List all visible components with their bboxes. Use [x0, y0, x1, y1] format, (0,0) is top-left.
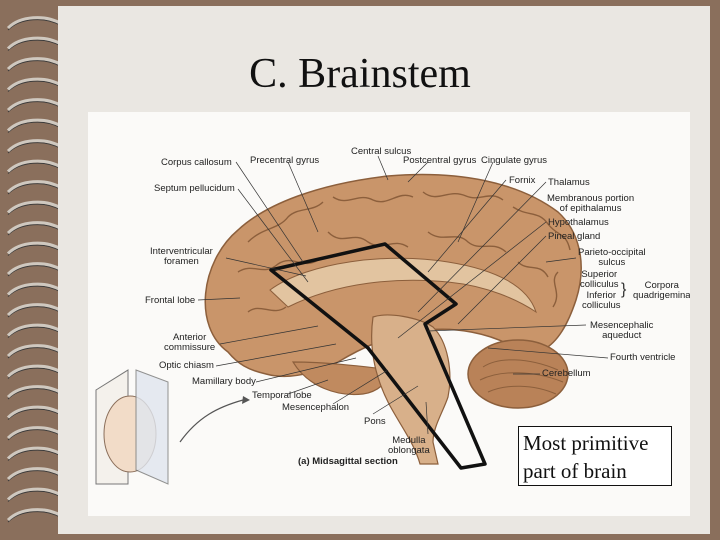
- label-parieto-occipital-sulcus: Parieto-occipital sulcus: [578, 248, 646, 268]
- label-interventricular-line1: Interventricular: [150, 246, 213, 257]
- callout-box: Most primitive part of brain: [518, 426, 672, 486]
- corpus-callosum-shape: [269, 257, 537, 314]
- label-mesencephalon: Mesencephalon: [282, 402, 350, 413]
- label-fourth-ventricle: Fourth ventricle: [610, 352, 676, 363]
- label-corpus-callosum: Corpus callosum: [161, 157, 232, 168]
- slide-title: C. Brainstem: [249, 51, 471, 97]
- label-hypothalamus: Hypothalamus: [548, 217, 609, 228]
- label-cingulate-gyrus: Cingulate gyrus: [481, 155, 548, 166]
- head-inset-icon: [95, 369, 250, 485]
- label-parieto-line1: Parieto-occipital: [578, 247, 646, 258]
- label-postcentral-gyrus: Postcentral gyrus: [403, 155, 477, 166]
- label-corpora-line2: quadrigemina: [633, 290, 690, 301]
- label-superior-colliculus: Superior colliculus: [580, 270, 619, 290]
- label-anterior-line1: Anterior: [172, 332, 207, 343]
- label-frontal-lobe: Frontal lobe: [145, 295, 196, 306]
- label-inferior-line2: colliculus: [582, 300, 621, 311]
- callout-line1: Most primitive: [523, 431, 649, 455]
- label-interventricular-foramen: Interventricular foramen: [150, 247, 213, 267]
- label-temporal-lobe: Temporal lobe: [252, 390, 312, 401]
- label-cerebellum: Cerebellum: [542, 368, 591, 379]
- label-corpora-quadrigemina: Corpora quadrigemina: [633, 281, 690, 301]
- label-central-sulcus: Central sulcus: [351, 146, 412, 157]
- label-mesencephalic-line1: Mesencephalic: [590, 320, 654, 331]
- label-mesencephalic-aqueduct: Mesencephalic aqueduct: [590, 321, 653, 341]
- label-interventricular-line2: foramen: [163, 256, 199, 267]
- figure-caption: (a) Midsagittal section: [298, 456, 398, 467]
- label-membranous-portion: Membranous portion of epithalamus: [547, 194, 634, 214]
- label-medulla-line2: oblongata: [388, 445, 430, 456]
- label-optic-chiasm: Optic chiasm: [159, 360, 214, 371]
- label-superior-line1: Superior: [581, 269, 618, 280]
- label-pineal-gland: Pineal gland: [548, 231, 601, 242]
- label-inferior-colliculus: Inferior colliculus: [582, 291, 621, 311]
- label-thalamus: Thalamus: [548, 177, 590, 188]
- label-medulla-oblongata: Medulla oblongata: [388, 436, 430, 456]
- label-fornix: Fornix: [509, 175, 536, 186]
- colliculus-brace: }: [621, 281, 627, 298]
- label-mamillary-body: Mamillary body: [192, 376, 256, 387]
- callout-line2: part of brain: [523, 459, 627, 483]
- label-precentral-gyrus: Precentral gyrus: [250, 155, 320, 166]
- label-membranous-line2: of epithalamus: [559, 203, 622, 214]
- label-anterior-line2: commissure: [164, 342, 216, 353]
- label-mesencephalic-line2: aqueduct: [602, 330, 642, 341]
- brain-illustration: [95, 155, 609, 485]
- label-corpora-line1: Corpora: [644, 280, 679, 291]
- label-parieto-line2: sulcus: [598, 257, 626, 268]
- label-medulla-line1: Medulla: [392, 435, 426, 446]
- label-membranous-line1: Membranous portion: [547, 193, 635, 204]
- label-superior-line2: colliculus: [580, 279, 619, 290]
- label-pons: Pons: [364, 416, 386, 427]
- brainstem-outline: [269, 242, 487, 470]
- label-septum-pellucidum: Septum pellucidum: [154, 183, 235, 194]
- label-anterior-commissure: Anterior commissure: [164, 333, 215, 353]
- label-inferior-line1: Inferior: [586, 290, 617, 301]
